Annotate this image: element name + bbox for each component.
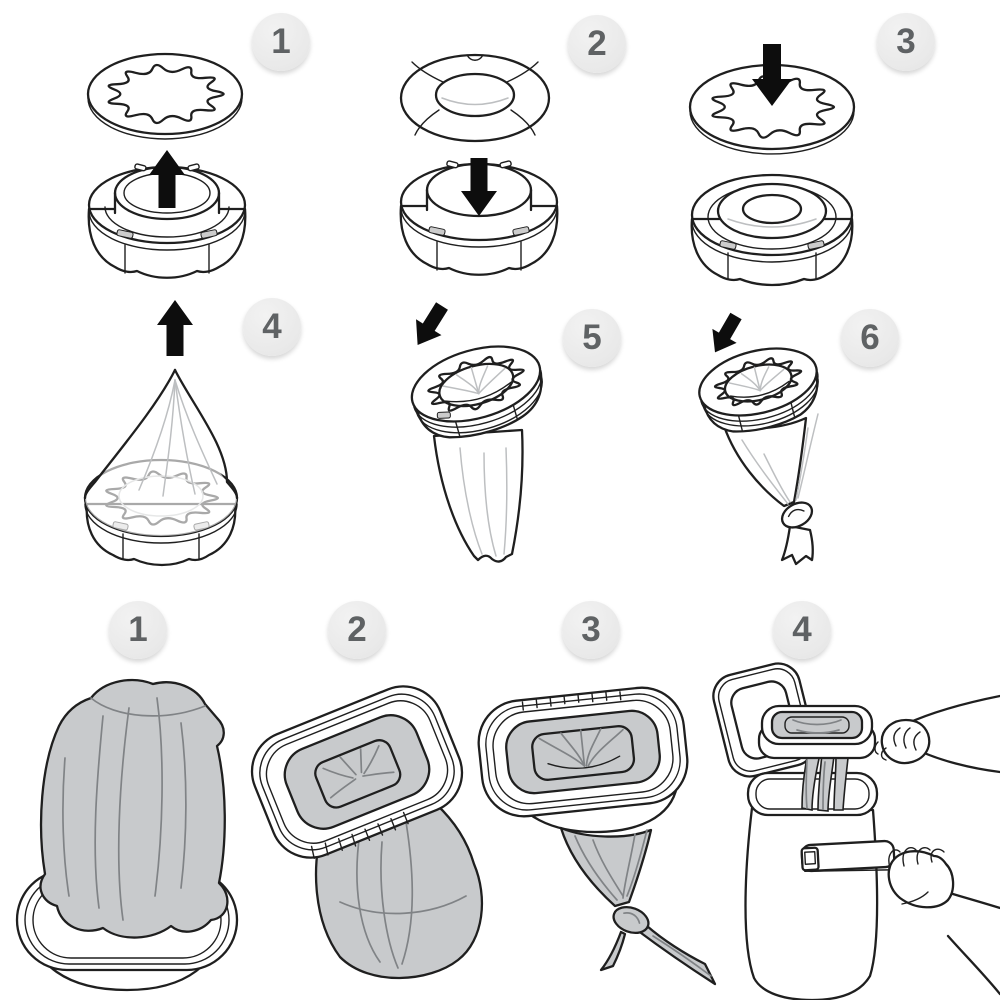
usage-step-1-illustration [15,678,239,992]
hanging-bag [432,428,524,563]
step-number: 4 [792,609,812,649]
arrow-up-icon [157,300,193,356]
arrow-up-icon [149,150,185,208]
film-ring-inside [716,182,828,240]
step-number-badge: 5 [563,309,621,367]
refill-film-ring [399,53,551,143]
step-number: 3 [581,609,601,649]
step-number: 2 [347,609,367,649]
step-number: 1 [128,609,148,649]
square-cassette [250,685,464,860]
step-number: 4 [262,306,282,346]
assembly-step-4-illustration [83,300,239,567]
step-number-badge: 6 [841,309,899,367]
square-cassette-top [477,686,689,818]
assembly-step-3-illustration [688,44,856,287]
tied-bag [559,826,717,986]
held-cassette [757,704,877,760]
step-number: 5 [582,317,602,357]
step-number-badge: 3 [562,601,620,659]
crumpled-bag [39,678,229,939]
knotted-bag [722,413,819,566]
assembled-cassette [698,347,819,433]
step-number-badge: 4 [243,298,301,356]
arrow-down-icon [752,44,792,106]
lower-hand [887,846,1000,996]
step-number: 1 [271,21,291,61]
usage-step-3-illustration [477,686,717,986]
assembly-step-1-illustration [86,52,247,279]
step-number-badge: 4 [773,601,831,659]
bag-knot [612,906,650,934]
step-number-badge: 2 [568,15,626,73]
cassette-base-with-film [690,173,854,287]
assembly-step-2-illustration [399,53,559,276]
step-number-badge: 1 [252,13,310,71]
bag-strands [801,751,849,812]
step-number-badge: 1 [109,601,167,659]
arrow-down-icon [712,312,742,353]
usage-step-4-illustration [712,662,1000,1000]
assembly-step-5-illustration [410,302,543,563]
step-number-badge: 2 [328,601,386,659]
step-number: 2 [587,23,607,63]
usage-step-2-illustration [250,685,484,980]
step-number: 6 [860,317,880,357]
assembly-step-6-illustration [698,312,819,566]
arrow-down-icon [461,158,497,216]
cassette-gear-lid [688,63,856,155]
film-cone [83,368,239,536]
upper-hand [874,694,1000,774]
step-number: 3 [896,21,916,61]
step-number-badge: 3 [877,13,935,71]
pail-drawer [800,839,896,873]
assembled-cassette [410,345,543,439]
cassette-gear-lid [86,52,244,140]
arrow-down-icon [416,302,448,346]
